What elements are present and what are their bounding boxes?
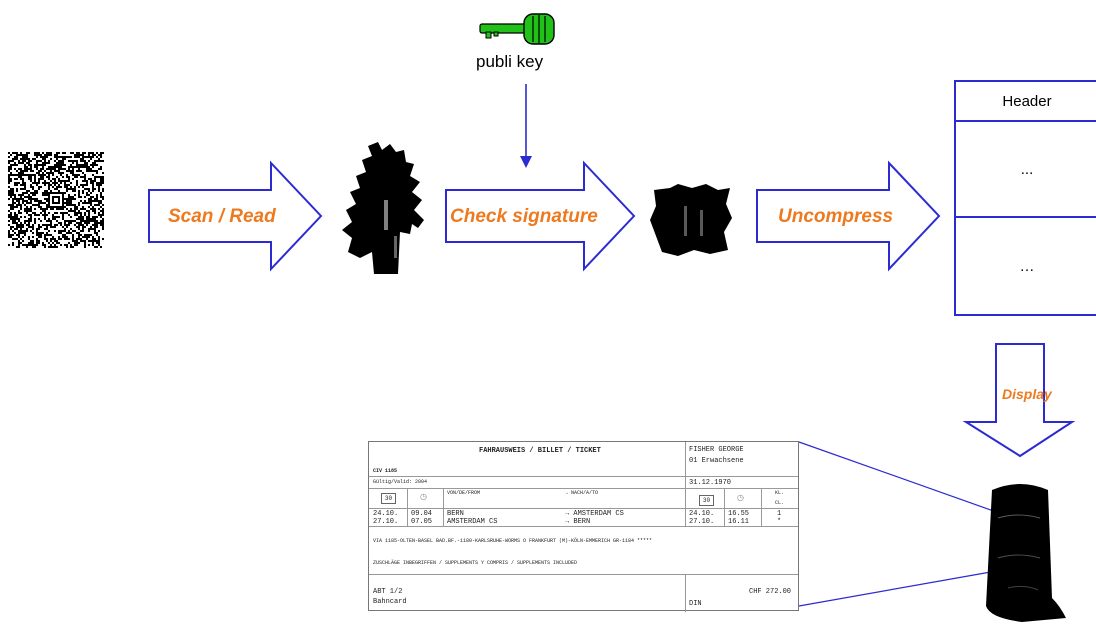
ticket-title: FAHRAUSWEIS / BILLET / TICKET xyxy=(479,447,601,455)
ticket-abt: ABT 1/2 xyxy=(373,588,403,596)
ticket-passengers: 01 Erwachsene xyxy=(689,457,744,465)
ticket-supplements: ZUSCHLÄGE INBEGRIFFEN / SUPPLEMENTS Y CO… xyxy=(373,560,578,566)
to-label: → NACH/A/TO xyxy=(565,490,599,496)
row2-arr-time: 16.11 xyxy=(728,518,750,526)
qr-code-image xyxy=(8,152,104,248)
row1-class: 1 xyxy=(777,510,782,518)
class-label-2: CL. xyxy=(775,500,785,506)
ticket-price: CHF 272.00 xyxy=(749,588,792,596)
ticket-code: CIV 1185 xyxy=(373,468,398,474)
row2-to: → BERN xyxy=(565,518,591,526)
row2-arr-date: 27.10. xyxy=(689,518,715,526)
public-key-label: publi key xyxy=(476,52,544,71)
row2-class: * xyxy=(777,518,782,526)
ticket-rendering: FAHRAUSWEIS / BILLET / TICKET FISHER GEO… xyxy=(368,441,799,612)
header-cell: Header xyxy=(1002,92,1052,110)
ticket-din: DIN xyxy=(689,600,702,608)
ticket-name: FISHER GEORGE xyxy=(689,446,744,454)
uncompress-arrow xyxy=(756,160,941,272)
key-icon xyxy=(479,13,555,45)
check-signature-label: Check signature xyxy=(450,206,598,227)
day-box-2: 30 xyxy=(699,495,714,506)
data-cell-1: ... xyxy=(1020,160,1034,178)
row1-arr-date: 24.10. xyxy=(689,510,715,518)
row2-time: 07.05 xyxy=(411,518,433,526)
scan-arrow xyxy=(148,160,323,272)
connector-lines xyxy=(798,441,1003,607)
class-label: KL. xyxy=(775,490,785,496)
signed-data-image xyxy=(342,142,424,274)
row1-time: 09.04 xyxy=(411,510,433,518)
ticket-valid: Gültig/Valid: 2004 xyxy=(373,479,428,485)
ticket-birthdate: 31.12.1970 xyxy=(689,479,732,487)
data-divider xyxy=(956,216,1096,218)
row1-date: 24.10. xyxy=(373,510,399,518)
clock-icon: ◷ xyxy=(420,493,427,502)
row1-arr-time: 16.55 xyxy=(728,510,750,518)
row1-to: → AMSTERDAM CS xyxy=(565,510,624,518)
data-cell-2: … xyxy=(1019,257,1035,275)
display-arrow xyxy=(962,343,1076,458)
header-divider xyxy=(956,120,1096,122)
ticket-via: VIA 1185-OLTEN-BASEL BAD.BF.-1180-KARLSR… xyxy=(373,538,653,544)
device-image xyxy=(986,484,1066,622)
from-label: VON/DE/FROM xyxy=(447,490,481,496)
key-down-arrow xyxy=(520,84,532,168)
scan-read-label: Scan / Read xyxy=(168,206,276,227)
clock-icon-2: ◷ xyxy=(737,494,744,503)
display-label: Display xyxy=(1002,386,1052,402)
row2-from: AMSTERDAM CS xyxy=(447,518,498,526)
row1-from: BERN xyxy=(447,510,464,518)
check-signature-arrow xyxy=(445,160,636,272)
ticket-bahncard: Bahncard xyxy=(373,598,407,606)
data-structure-box: Header ... … xyxy=(954,80,1096,316)
day-box: 30 xyxy=(381,493,396,504)
verified-data-image xyxy=(650,184,732,256)
uncompress-label: Uncompress xyxy=(778,206,894,227)
row2-date: 27.10. xyxy=(373,518,399,526)
